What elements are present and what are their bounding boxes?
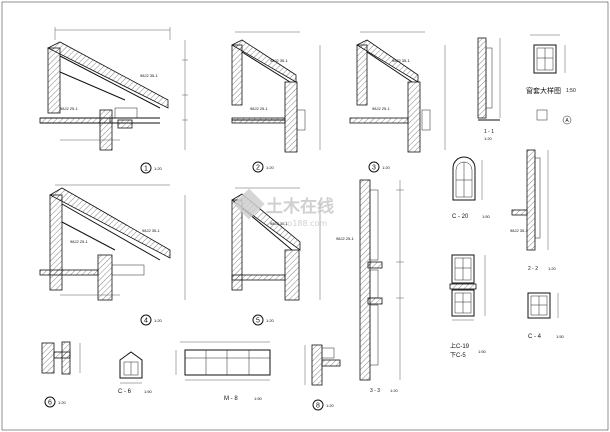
detail-8-drawing xyxy=(304,344,341,386)
watermark: 土木在线 co188.com xyxy=(233,188,334,228)
detail-5-scale: 1:20 xyxy=(266,318,275,323)
detail-4-number: 4 xyxy=(144,318,148,325)
svg-text:98J2 35-1: 98J2 35-1 xyxy=(142,228,161,233)
section-2-2-drawing: 98J2 35-1 xyxy=(510,149,549,251)
detail-1-drawing: 98J2 35-1 98J2 25-1 xyxy=(39,27,188,151)
svg-text:98J2 35-1: 98J2 35-1 xyxy=(270,221,289,226)
section-3-3-label: 3 - 3 xyxy=(370,388,380,394)
detail-5-number: 5 xyxy=(256,318,260,325)
window-surround-scale: 1:50 xyxy=(566,88,576,94)
detail-8-scale: 1:20 xyxy=(326,403,335,408)
detail-2-drawing: 98J2 35-1 98J2 25-1 xyxy=(231,31,321,153)
window-c6-label: C - 6 xyxy=(118,389,132,395)
detail-6-drawing xyxy=(41,341,81,375)
window-c20-drawing xyxy=(452,156,483,201)
title-mark-letter: A xyxy=(565,118,569,124)
window-c19-drawing xyxy=(449,254,486,321)
detail-3-label: 3 1:20 xyxy=(368,161,391,173)
detail-2-scale: 1:20 xyxy=(266,165,275,170)
svg-text:98J2 25-1: 98J2 25-1 xyxy=(70,239,89,244)
detail-2-label: 2 1:20 xyxy=(252,161,275,173)
svg-text:98J2 25-1: 98J2 25-1 xyxy=(336,236,355,241)
detail-2-number: 2 xyxy=(256,165,260,172)
window-surround-title: 窗套大样图 xyxy=(526,86,561,95)
detail-3-drawing: 98J2 35-1 98J2 25-1 xyxy=(349,31,446,153)
window-c6-drawing xyxy=(119,351,143,384)
svg-text:98J2 25-1: 98J2 25-1 xyxy=(250,106,269,111)
window-c4-drawing xyxy=(527,292,559,319)
detail-6-number: 6 xyxy=(48,400,52,407)
svg-text:98J2 35-1: 98J2 35-1 xyxy=(510,228,529,233)
detail-3-number: 3 xyxy=(372,165,376,172)
window-c4-label: C - 4 xyxy=(528,334,542,340)
window-c20-label: C - 20 xyxy=(452,214,469,220)
watermark-sub: co188.com xyxy=(283,219,327,228)
detail-8-label: 8 1:20 xyxy=(312,399,335,411)
door-m8-label: M - 8 xyxy=(224,396,238,402)
svg-text:98J2 35-1: 98J2 35-1 xyxy=(270,58,289,63)
window-c5-label: 下C-5 xyxy=(450,352,466,359)
detail-5-label: 5 1:20 xyxy=(252,314,275,326)
detail-8-number: 8 xyxy=(316,403,320,410)
detail-6-scale: 1:20 xyxy=(58,400,67,405)
section-1-1-scale: 1:20 xyxy=(484,136,493,141)
window-surround-drawing xyxy=(530,34,566,121)
watermark-main: 土木在线 xyxy=(266,196,334,217)
section-1-1-drawing xyxy=(477,37,501,121)
window-c4-scale: 1:50 xyxy=(556,334,565,339)
window-c19-label: 上C-19 xyxy=(450,342,470,350)
detail-3-scale: 1:20 xyxy=(382,165,391,170)
detail-1-label: 1 1:20 xyxy=(140,162,163,174)
detail-1-number: 1 xyxy=(144,166,148,173)
svg-text:98J2 35-1: 98J2 35-1 xyxy=(140,73,159,78)
svg-text:98J2 25-1: 98J2 25-1 xyxy=(60,106,79,111)
window-c6-scale: 1:50 xyxy=(144,389,153,394)
section-2-2-label: 2 - 2 xyxy=(528,266,538,272)
svg-text:98J2 25-1: 98J2 25-1 xyxy=(372,106,391,111)
detail-4-drawing: 98J2 35-1 98J2 25-1 xyxy=(39,184,186,301)
door-m8-drawing xyxy=(175,341,271,381)
window-c20-scale: 1:50 xyxy=(482,214,491,219)
detail-1-scale: 1:20 xyxy=(154,166,163,171)
section-2-2-scale: 1:20 xyxy=(548,266,557,271)
section-3-3-scale: 1:20 xyxy=(390,388,399,393)
section-1-1-label: 1 - 1 xyxy=(484,129,494,135)
svg-text:98J2 35-1: 98J2 35-1 xyxy=(392,58,411,63)
detail-4-scale: 1:20 xyxy=(154,318,163,323)
detail-6-label: 6 1:20 xyxy=(44,396,67,408)
door-m8-scale: 1:50 xyxy=(254,396,263,401)
section-3-3-drawing: 98J2 25-1 xyxy=(336,179,404,381)
window-c19-scale: 1:50 xyxy=(478,349,487,354)
title-mark-circle xyxy=(562,115,572,125)
detail-4-label: 4 1:20 xyxy=(140,314,163,326)
